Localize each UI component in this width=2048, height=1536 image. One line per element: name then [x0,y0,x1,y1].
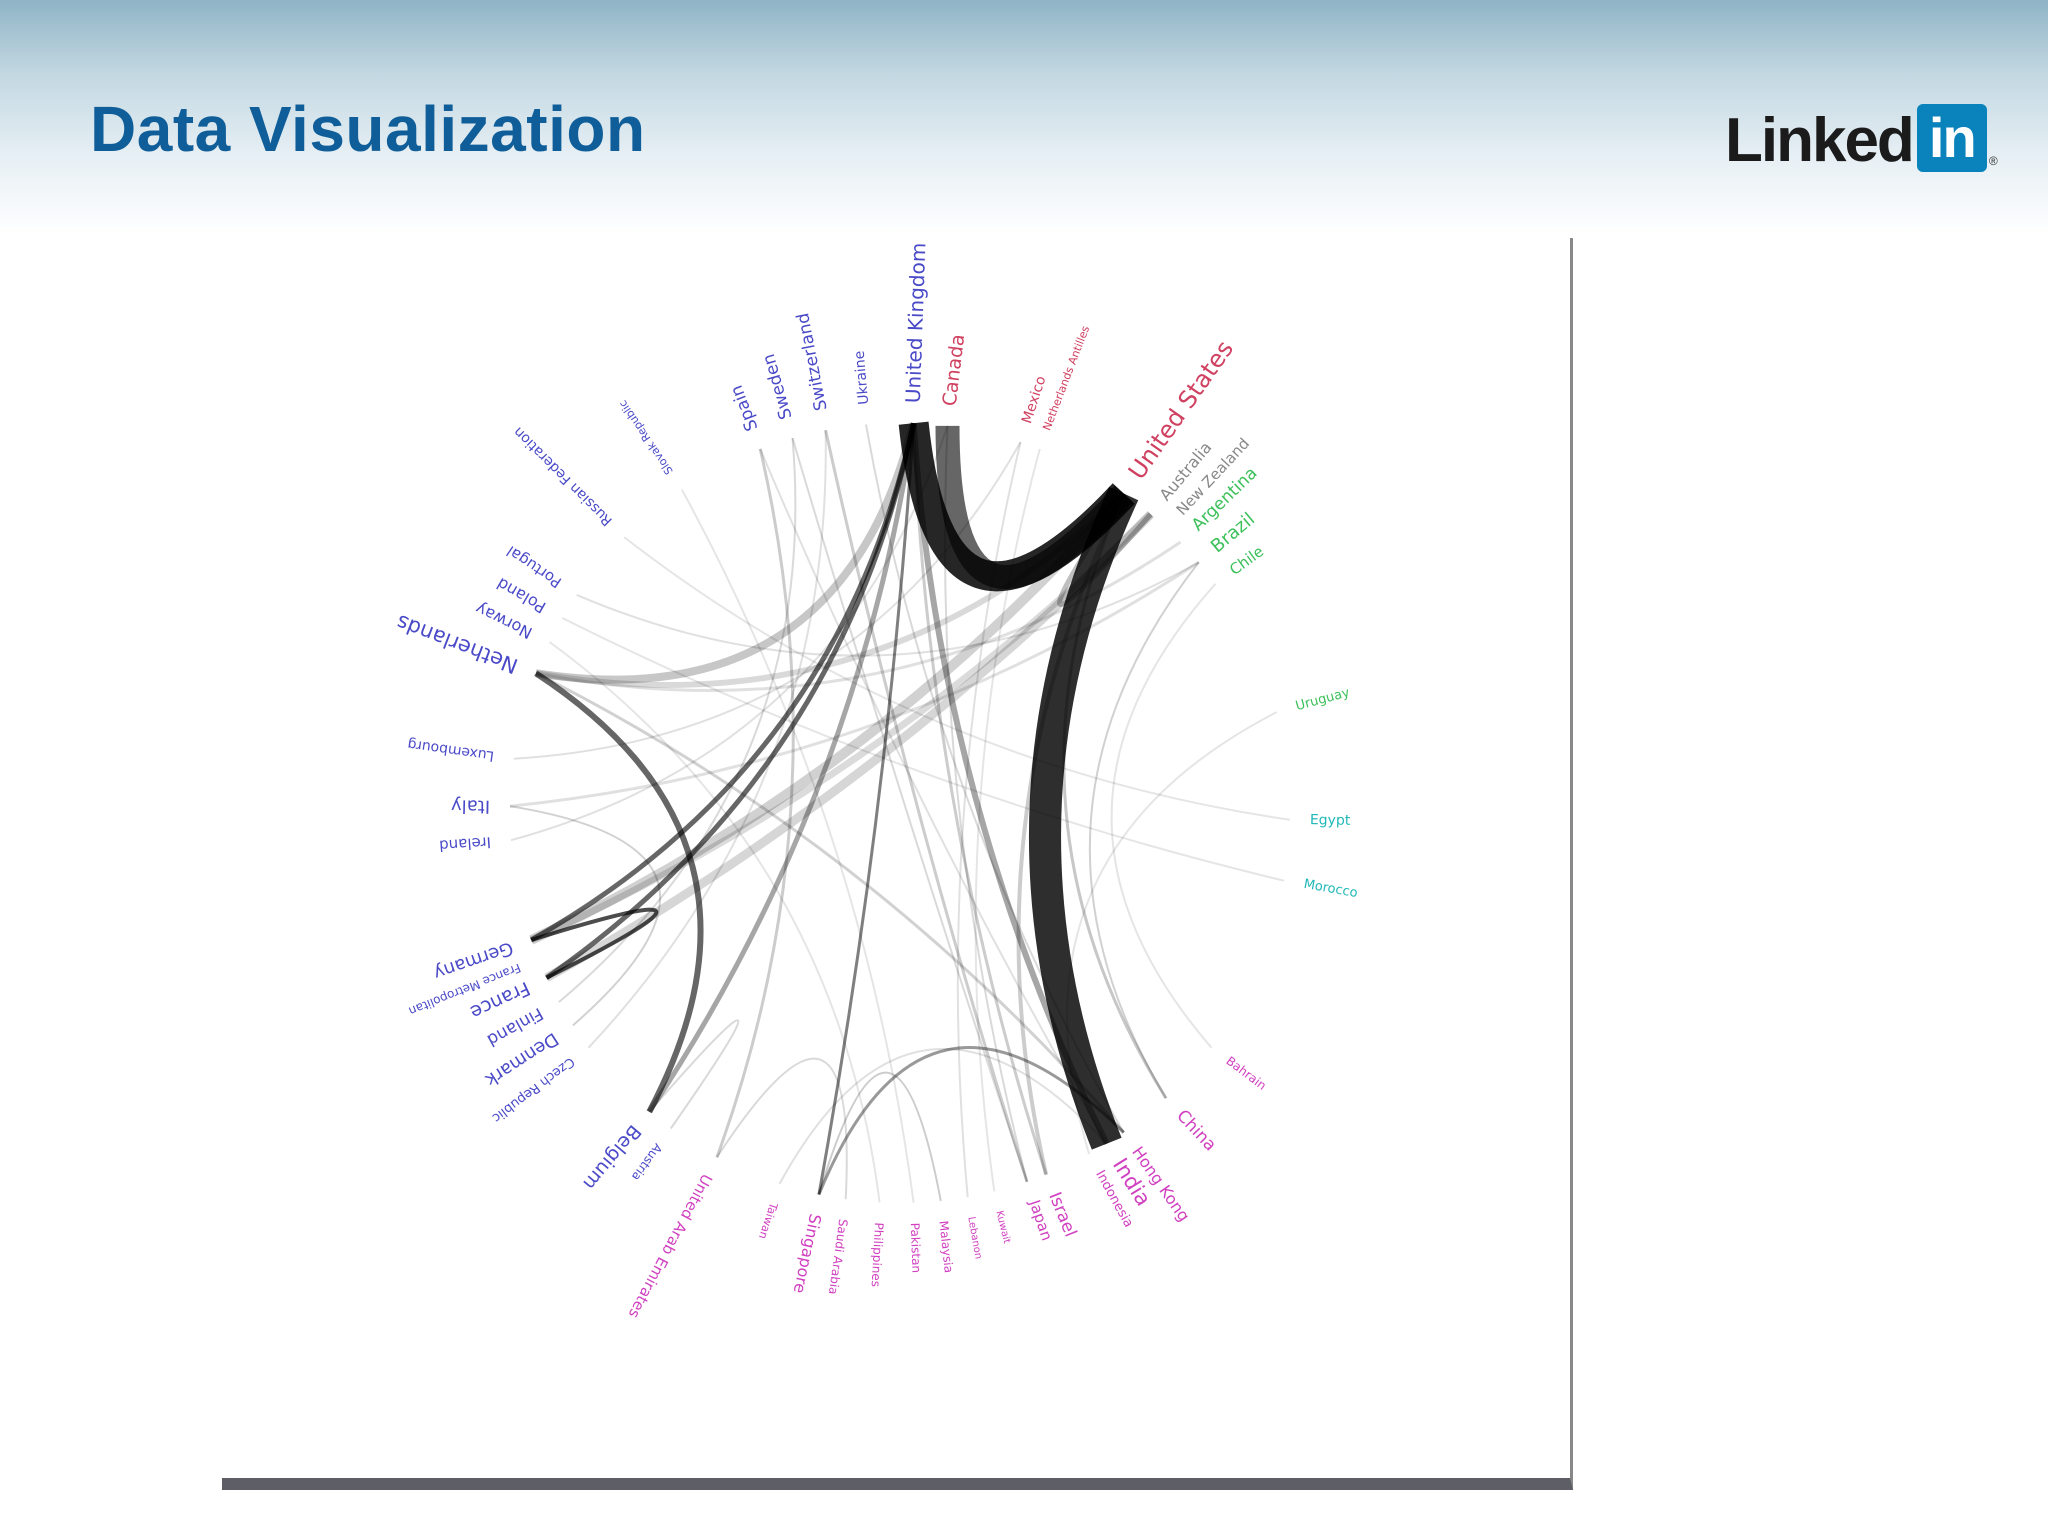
chord-mexico-lebanon [956,441,1022,1198]
chord-united-states-india [1029,486,1139,1150]
chord-united-states-israel [1016,492,1126,1176]
chord-singapore-hong-kong [817,1046,1125,1196]
chord-switzerland-japan [824,429,1029,1183]
chord-ukraine-hong-kong [865,424,1125,1133]
country-label-sweden: Sweden [759,352,797,422]
country-label-italy: Italy [451,795,491,817]
chord-australia-germany [529,511,1154,944]
logo-in-box: in [1916,104,1987,172]
country-label-luxembourg: Luxembourg [406,736,495,764]
country-label-slovak-republic: Slovak Republic [616,398,675,477]
registered-mark-icon: ® [1988,154,1998,168]
chord-portugal-brazil [576,561,1200,657]
country-label-uruguay: Uruguay [1294,685,1352,714]
country-label-singapore: Singapore [790,1212,825,1295]
chord-canada-united-states [935,425,1133,589]
country-label-taiwan: Taiwan [756,1200,780,1241]
country-label-united-kingdom: United Kingdom [901,242,931,403]
country-label-belgium: Belgium [578,1120,645,1194]
chord-united-kingdom-france [545,422,917,980]
country-label-canada: Canada [939,333,970,407]
chord-australia-france [544,511,1154,982]
country-label-ireland: Ireland [439,833,492,855]
chord-united-kingdom-netherlands [535,422,918,684]
chord-norway-philippines [548,641,881,1203]
chord-argentina-netherlands [535,540,1182,692]
chord-chile-bahrain [1110,583,1217,1049]
chord-united-states-germany [529,490,1128,945]
country-label-lebanon: Lebanon [965,1216,983,1260]
chord-sweden-finland [558,438,797,1003]
slide-header [0,0,2048,235]
chord-uruguay-indonesia [1066,711,1278,1155]
chord-slovak-republic-pakistan [681,489,915,1203]
chord-india-taiwan [778,1048,1108,1185]
chord-netherlands-hong-kong [535,671,1125,1134]
country-label-netherlands-antilles: Netherlands Antilles [1040,324,1092,433]
chord-united-states-china [1062,492,1168,1099]
chord-sweden-japan [791,437,1028,1183]
country-label-saudi-arabia: Saudi Arabia [826,1218,850,1295]
chord-united-kingdom-israel [912,423,1048,1176]
country-label-china: China [1172,1106,1220,1155]
country-label-malaysia: Malaysia [936,1220,955,1274]
chord-russian-federation-egypt [623,536,1291,821]
chord-china-brazil [1088,561,1200,1099]
country-label-chile: Chile [1226,542,1267,579]
country-label-philippines: Philippines [869,1222,886,1287]
chord-united-kingdom-singapore [817,423,916,1195]
chord-belgium-austria [648,1019,740,1130]
chord-united-states-netherlands [535,491,1126,689]
logo-wordmark: Linked [1725,106,1915,175]
chord-united-kingdom-belgium [647,422,917,1114]
country-label-pakistan: Pakistan [908,1223,924,1274]
chord-united-states-australia [1057,492,1153,608]
chord-spain-india [759,448,1108,1145]
chord-mexico-luxembourg [513,441,1022,760]
chord-netherlands-belgium [534,670,704,1114]
country-label-egypt: Egypt [1310,812,1351,829]
country-label-morocco: Morocco [1302,877,1358,901]
linkedin-logo: Linked in ® [1725,100,1998,172]
slide-title: Data Visualization [90,93,646,165]
country-label-switzerland: Switzerland [793,311,832,412]
country-label-russian-federation: Russian Federation [510,423,615,528]
chord-france-germany [530,907,659,980]
chord-spain-united-arab-emirates [715,448,795,1158]
country-label-bahrain: Bahrain [1223,1054,1268,1093]
chord-poland-morocco [561,617,1285,882]
chord-japan-canada [943,425,1028,1183]
chord-brazil-italy [509,561,1200,808]
chord-canada-ireland [510,425,949,842]
chord-links [509,421,1291,1203]
chord-denmark-italy [509,805,662,1027]
country-label-ukraine: Ukraine [852,350,873,405]
country-label-kuwait: Kuwait [993,1210,1012,1245]
country-label-united-arab-emirates: United Arab Emirates [625,1171,716,1321]
chord-netherlands-antilles-kuwait [974,448,1041,1192]
chord-singapore-malaysia [817,1071,942,1202]
country-label-spain: Spain [727,382,763,434]
chord-united-arab-emirates-saudi-arabia [716,1057,848,1200]
chord-united-kingdom-india [910,423,1110,1146]
chord-switzerland-czech-republic [587,430,827,1049]
